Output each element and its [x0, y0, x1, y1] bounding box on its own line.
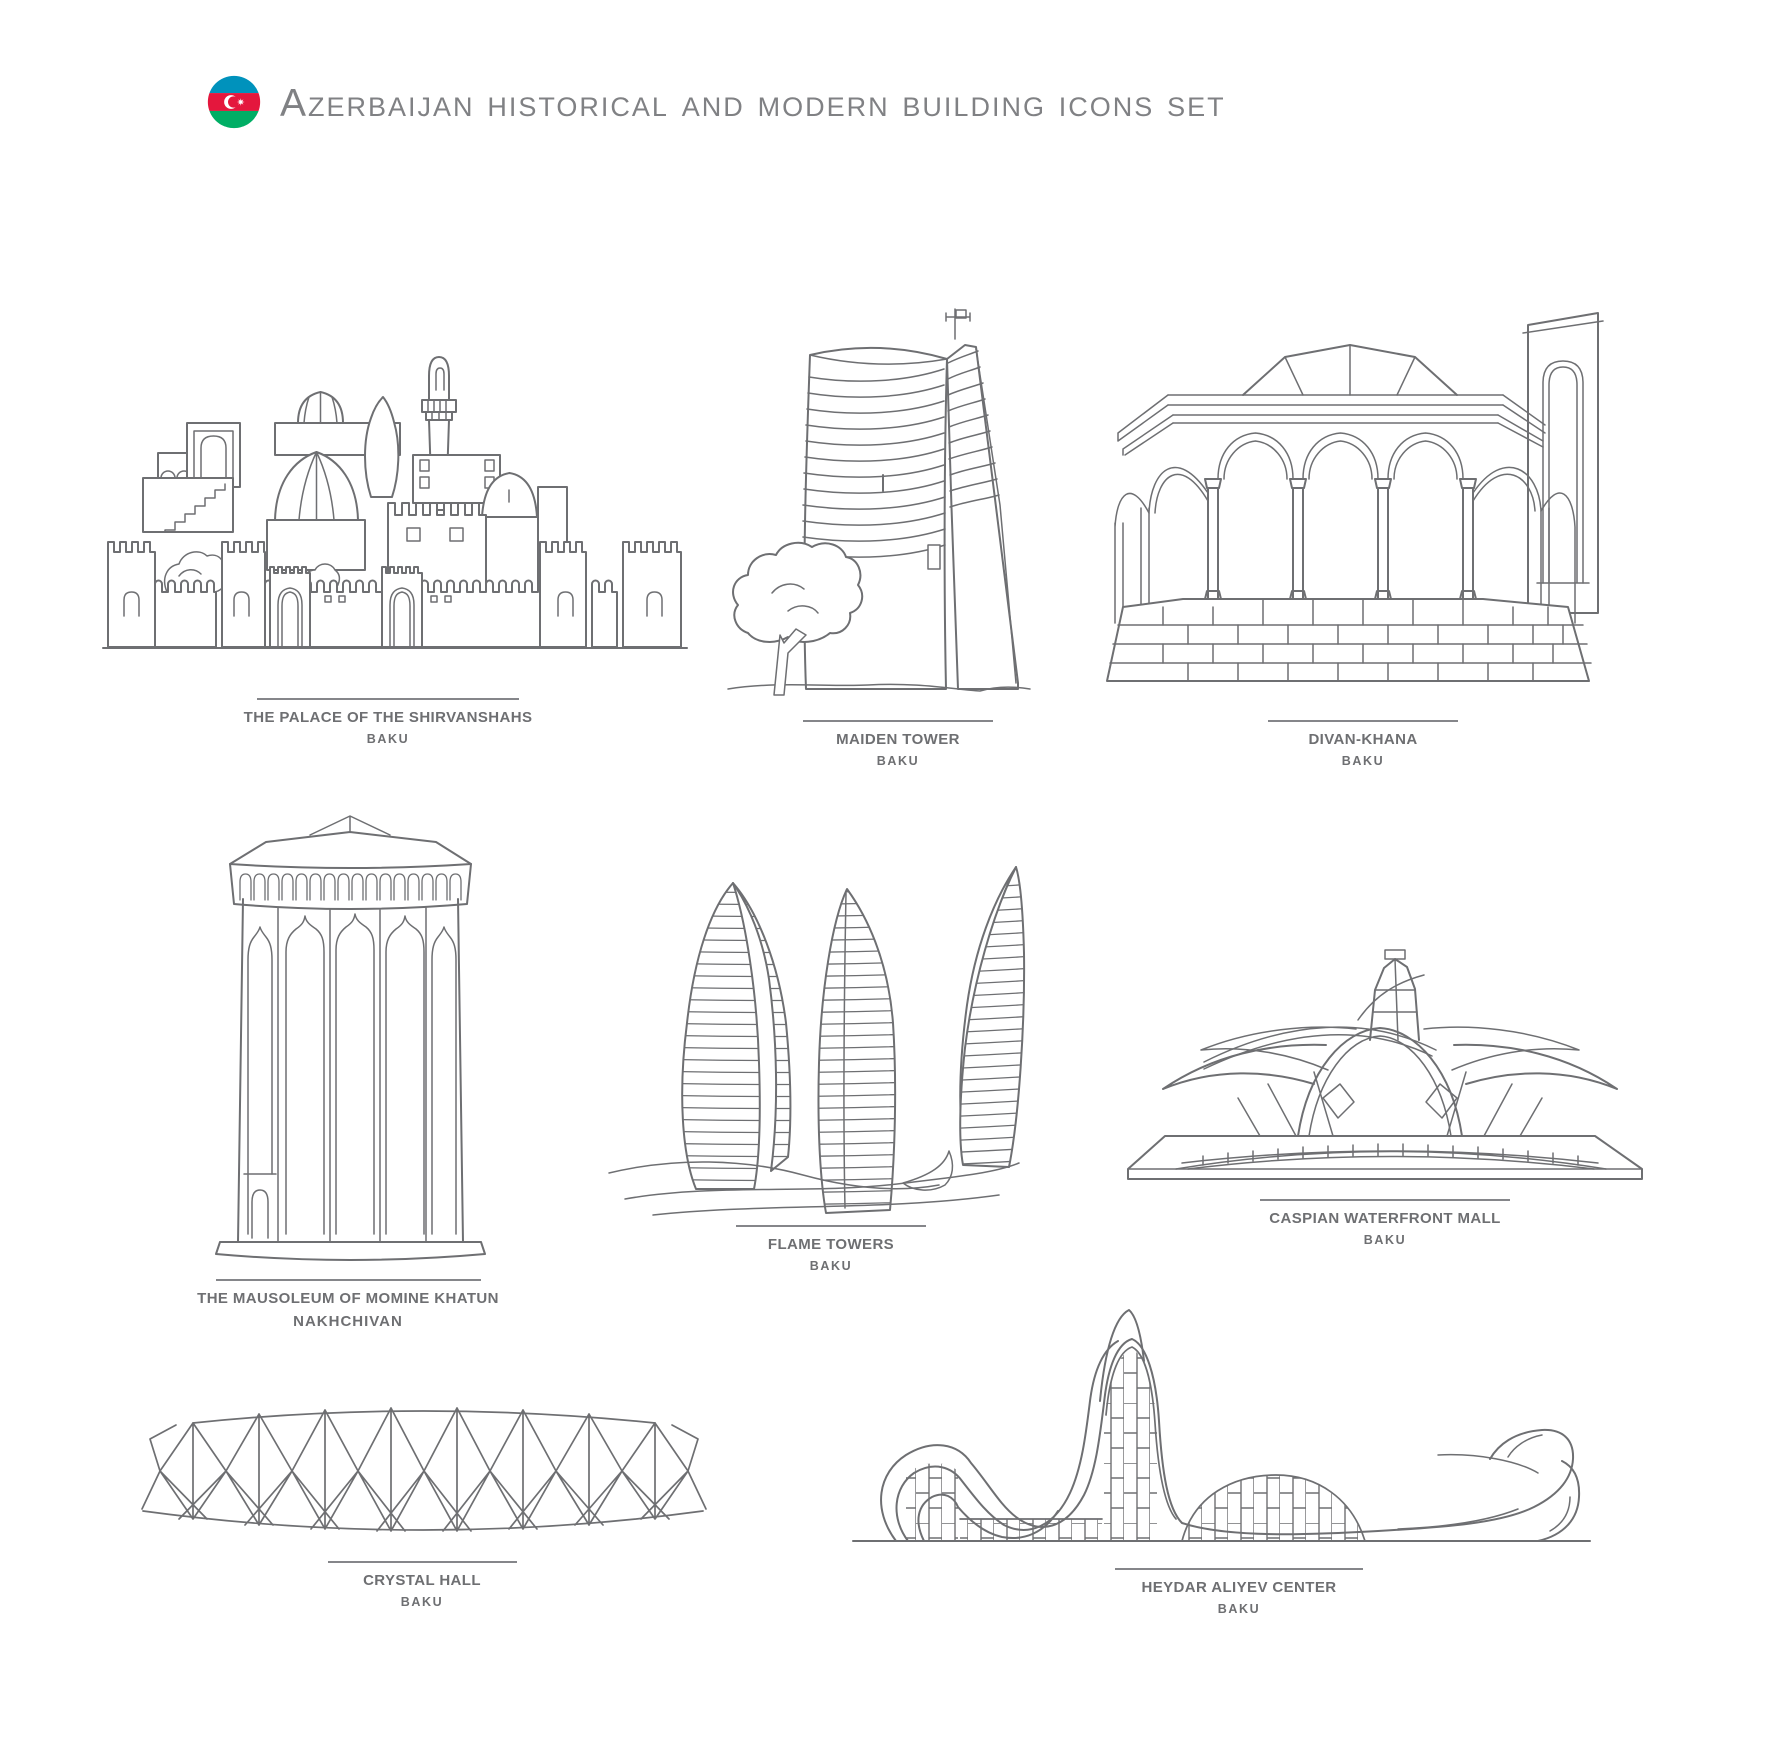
building-name: CASPIAN WATERFRONT MALL [1269, 1210, 1501, 1227]
building-city: BAKU [400, 1595, 444, 1609]
ground-line [727, 683, 1031, 692]
figure-heydar-aliyev-center [838, 1283, 1608, 1558]
label-heydar-aliyev-center: HEYDAR ALIYEV CENTER BAKU [1059, 1568, 1419, 1616]
figure-maiden-tower [718, 293, 1038, 703]
brick-panels [906, 1349, 1365, 1541]
building-name: HEYDAR ALIYEV CENTER [1141, 1579, 1337, 1596]
label-divider [1260, 1199, 1510, 1201]
label-crystal-hall: CRYSTAL HALL BAKU [242, 1561, 602, 1609]
label-divider [1115, 1568, 1363, 1570]
figure-flame-towers [595, 853, 1035, 1228]
platform [1127, 1135, 1643, 1180]
figure-mausoleum-of-momine-khatun [198, 802, 503, 1267]
building-city: BAKU [366, 732, 410, 746]
tree [732, 541, 864, 696]
building-city: BAKU [809, 1259, 853, 1273]
label-divider [257, 698, 519, 700]
azerbaijan-flag-icon [207, 75, 261, 129]
cornice-and-dome [1117, 344, 1546, 456]
building-city: BAKU [1217, 1602, 1261, 1616]
gates [269, 566, 423, 648]
crystal-hall-illustration [141, 1407, 707, 1532]
tower-body [237, 898, 464, 1243]
roof [229, 815, 472, 865]
spire [1357, 949, 1425, 1041]
base-curve [142, 1510, 704, 1531]
label-caspian-waterfront-mall: CASPIAN WATERFRONT MALL BAKU [1205, 1199, 1565, 1247]
mausoleum-of-momine-khatun-illustration [215, 815, 486, 1261]
flag-pole [945, 308, 971, 340]
label-maiden-tower: MAIDEN TOWER BAKU [718, 720, 1078, 768]
back-fin [1099, 1309, 1145, 1402]
label-divider [1268, 720, 1458, 722]
flame-towers-illustration [608, 866, 1026, 1216]
figure-crystal-hall [118, 1383, 728, 1548]
domes-and-trees [266, 391, 401, 571]
figure-palace-of-the-shirvanshahs [95, 300, 695, 685]
maiden-tower-illustration [727, 308, 1031, 696]
wave-shell [880, 1338, 1581, 1542]
label-palace-of-the-shirvanshahs: THE PALACE OF THE SHIRVANSHAHS BAKU [208, 698, 568, 746]
cornice [229, 863, 472, 910]
building-name: THE PALACE OF THE SHIRVANSHAHS [243, 709, 533, 726]
label-divider [327, 1561, 517, 1563]
figure-caspian-waterfront-mall [1118, 948, 1663, 1193]
facet-ring [141, 1407, 707, 1532]
plinth [215, 1241, 486, 1261]
building-name: THE MAUSOLEUM OF MOMINE KHATUN [197, 1290, 499, 1307]
upper-court [142, 422, 241, 533]
tower-center [817, 888, 897, 1214]
figure-divan-khana [1093, 283, 1613, 698]
label-divider [215, 1279, 481, 1281]
label-flame-towers: FLAME TOWERS BAKU [651, 1225, 1011, 1273]
label-mausoleum-of-momine-khatun: THE MAUSOLEUM OF MOMINE KHATUN NAKHCHIVA… [168, 1279, 528, 1330]
label-divider [736, 1225, 926, 1227]
building-name: DIVAN-KHANA [1308, 731, 1418, 748]
front-arches [1217, 432, 1464, 480]
buttress [946, 344, 1019, 690]
building-name: MAIDEN TOWER [836, 731, 960, 748]
columns [1204, 478, 1477, 600]
right-tower [1522, 312, 1604, 614]
building-city: BAKU [1341, 754, 1385, 768]
plaza [608, 1150, 1020, 1216]
header: Azerbaijan historical and modern buildin… [0, 0, 1766, 160]
central-keep [387, 502, 487, 593]
building-name: FLAME TOWERS [767, 1236, 895, 1253]
building-city: BAKU [876, 754, 920, 768]
building-city: BAKU [1363, 1233, 1407, 1247]
shells [1162, 1026, 1618, 1137]
divan-khana-illustration [1106, 312, 1604, 682]
page-title: Azerbaijan historical and modern buildin… [280, 82, 1226, 125]
brick-base [1106, 598, 1592, 682]
building-city: NAKHCHIVAN [293, 1313, 403, 1330]
caspian-waterfront-mall-illustration [1127, 949, 1643, 1180]
label-divider [803, 720, 993, 722]
building-name: CRYSTAL HALL [363, 1572, 481, 1589]
tower-right [959, 866, 1026, 1168]
heydar-aliyev-center-illustration [852, 1309, 1591, 1542]
dome-outline [1181, 1474, 1366, 1542]
palace-of-the-shirvanshahs-illustration [102, 356, 688, 649]
label-divan-khana: DIVAN-KHANA BAKU [1183, 720, 1543, 768]
